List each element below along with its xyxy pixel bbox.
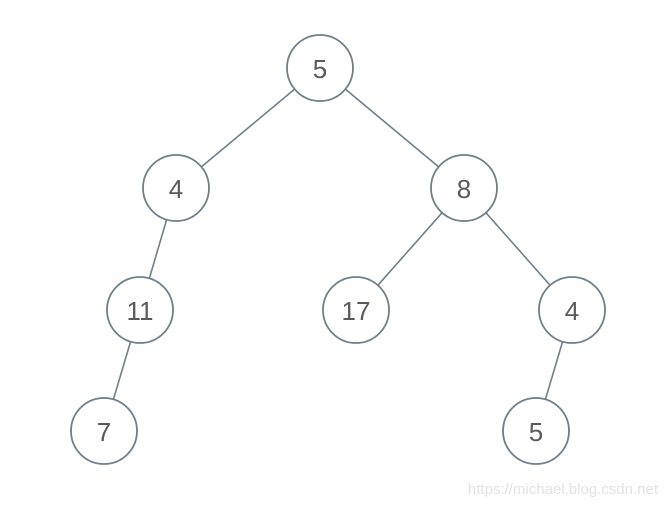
tree-node-label: 5 <box>313 54 327 84</box>
tree-node-label: 4 <box>169 174 183 204</box>
tree-node-label: 4 <box>565 296 579 326</box>
tree-node-circle <box>106 276 174 344</box>
tree-edge-n4-n7 <box>112 341 132 400</box>
tree-node-n4: 11 <box>106 276 174 344</box>
tree-edge-n6-n8 <box>544 341 564 400</box>
tree-node-circle <box>286 34 354 102</box>
tree-edge-n1-n2 <box>200 88 296 168</box>
tree-node-circle <box>322 276 390 344</box>
tree-node-label: 7 <box>97 417 111 447</box>
tree-node-n1: 5 <box>286 34 354 102</box>
tree-node-label: 8 <box>457 174 471 204</box>
tree-node-n2: 4 <box>142 154 210 222</box>
tree-node-label: 17 <box>342 296 371 326</box>
tree-node-circle <box>538 276 606 344</box>
tree-edge-n3-n5 <box>377 212 443 286</box>
tree-nodes: 5 4 8 11 17 4 7 5 <box>70 34 606 465</box>
tree-node-circle <box>430 154 498 222</box>
tree-node-circle <box>142 154 210 222</box>
tree-edge-n2-n4 <box>148 219 168 279</box>
watermark-text: https://michael.blog.csdn.net <box>467 481 658 498</box>
tree-node-label: 11 <box>127 296 154 326</box>
tree-edge-n1-n3 <box>344 88 440 168</box>
tree-node-circle <box>502 397 570 465</box>
tree-node-n5: 17 <box>322 276 390 344</box>
tree-node-label: 5 <box>529 417 543 447</box>
tree-node-circle <box>70 397 138 465</box>
tree-edges <box>112 88 564 400</box>
tree-node-n3: 8 <box>430 154 498 222</box>
tree-node-n7: 7 <box>70 397 138 465</box>
tree-node-n6: 4 <box>538 276 606 344</box>
tree-node-n8: 5 <box>502 397 570 465</box>
tree-edge-n3-n6 <box>485 212 551 286</box>
